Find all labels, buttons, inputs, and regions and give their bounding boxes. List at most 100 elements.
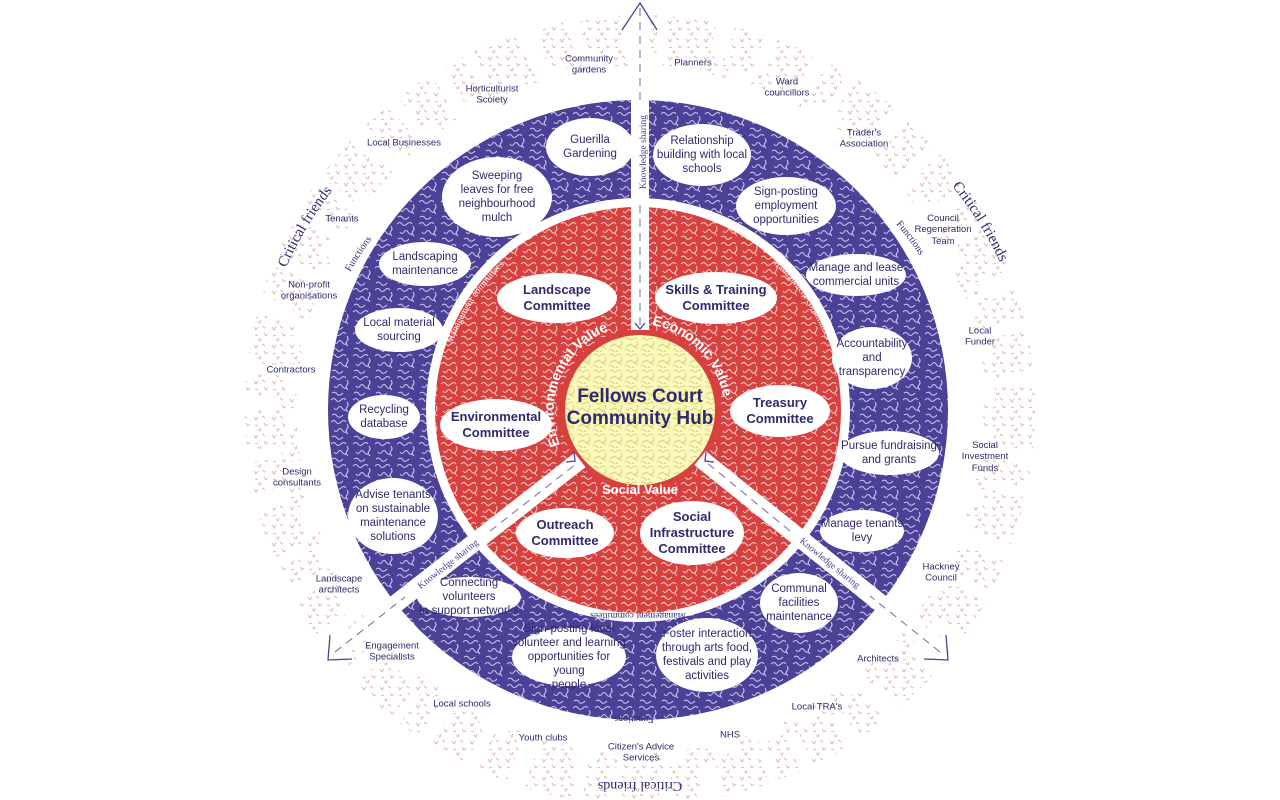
function-label-line: employment bbox=[754, 199, 818, 212]
function-label-line: Recycling bbox=[359, 403, 409, 416]
function-label-line: Local material bbox=[363, 316, 435, 329]
critical-friend-label-line: gardens bbox=[571, 65, 607, 76]
critical-friend-label-line: Community bbox=[564, 53, 614, 65]
function-label-line: Sign-posting bbox=[754, 185, 818, 198]
committee-label-line: Committee bbox=[523, 298, 591, 313]
function-label-line: activities bbox=[684, 670, 730, 683]
critical-friend-label-line: Youth clubs bbox=[518, 732, 568, 744]
critical-friend-label-line: Local schools bbox=[433, 698, 491, 710]
committee-label-line: Infrastructure bbox=[649, 525, 735, 541]
function-label-line: Foster interaction bbox=[662, 627, 752, 640]
critical-friend-label-line: councillors bbox=[764, 88, 810, 99]
critical-friend-label-line: Design bbox=[282, 466, 312, 478]
critical-friend-label-line: Services bbox=[622, 753, 660, 764]
function-label-line: transparency bbox=[838, 366, 906, 378]
function-label-line: leaves for free bbox=[460, 183, 534, 196]
function-label: Recycling database bbox=[359, 403, 409, 431]
function-label-line: commercial units bbox=[812, 276, 900, 288]
function-label-line: Relationship bbox=[670, 134, 734, 147]
critical-friend-label-line: Association bbox=[839, 139, 889, 150]
committee-label-line: Committee bbox=[531, 533, 599, 548]
function-label-line: sourcing bbox=[377, 331, 421, 343]
function-label-line: database bbox=[360, 418, 408, 430]
critical-friend-label-line: Horticulturist bbox=[465, 83, 519, 95]
function-9: Manage and lease commercial units bbox=[806, 254, 906, 296]
critical-friend-label-line: Non-profit bbox=[288, 279, 330, 291]
hub-core bbox=[559, 329, 721, 491]
critical-friend-label: Architects bbox=[857, 653, 899, 664]
function-label-line: Sign-posting local bbox=[523, 622, 615, 635]
function-label-line: volunteer and learning bbox=[512, 636, 626, 649]
function-label-line: Guerilla bbox=[570, 133, 610, 146]
function-label-line: Manage tenants bbox=[820, 517, 904, 530]
hub-title-line-1: Fellows Court bbox=[577, 386, 703, 408]
function-label-line: maintenance bbox=[766, 611, 832, 623]
critical-friend-label-line: Local Businesses bbox=[367, 137, 441, 149]
critical-friend-label-line: NHS bbox=[719, 729, 741, 741]
function-5: Recycling database bbox=[348, 395, 420, 439]
function-label-line: Sweeping bbox=[471, 169, 523, 182]
function-4: Local material sourcing bbox=[355, 308, 443, 352]
critical-friend-label-line: Contractors bbox=[266, 364, 316, 376]
critical-friend-label-line: Regeneration bbox=[914, 224, 972, 236]
critical-friend-label-line: Specialists bbox=[369, 652, 415, 663]
critical-friend-label: Youth clubs bbox=[519, 732, 568, 743]
critical-friend-label: Local Businesses bbox=[367, 137, 441, 148]
function-label-line: Accountability bbox=[836, 337, 908, 350]
critical-friend-label-line: Hackney bbox=[922, 561, 960, 573]
function-label-line: people bbox=[551, 679, 587, 692]
committee-label-line: Committee bbox=[658, 540, 726, 556]
critical-friend-label-line: Scoiety bbox=[476, 95, 508, 106]
function-label-line: Pursue fundraising bbox=[841, 439, 937, 452]
committee-label-line: Skills & Training bbox=[665, 282, 767, 298]
function-label-line: opportunities for young bbox=[527, 651, 611, 678]
committee-label-line: Committee bbox=[462, 425, 530, 440]
committee-label-line: Committee bbox=[746, 411, 814, 426]
critical-friend-label-line: Council bbox=[927, 212, 959, 224]
critical-friend-label-line: Local TRA's bbox=[791, 701, 843, 713]
function-label-line: Communal bbox=[771, 582, 827, 595]
critical-friend-label: Planners bbox=[674, 57, 712, 68]
critical-friend-label-line: architects bbox=[318, 585, 360, 596]
function-label-line: Landscaping bbox=[392, 250, 458, 263]
function-label: Manage and lease commercial units bbox=[809, 261, 904, 289]
critical-friend-11: Youth clubs bbox=[519, 732, 568, 743]
function-label-line: neighbourhood bbox=[458, 198, 536, 210]
function-label: Local material sourcing bbox=[363, 316, 435, 344]
function-label-line: Manage and lease bbox=[808, 261, 904, 274]
